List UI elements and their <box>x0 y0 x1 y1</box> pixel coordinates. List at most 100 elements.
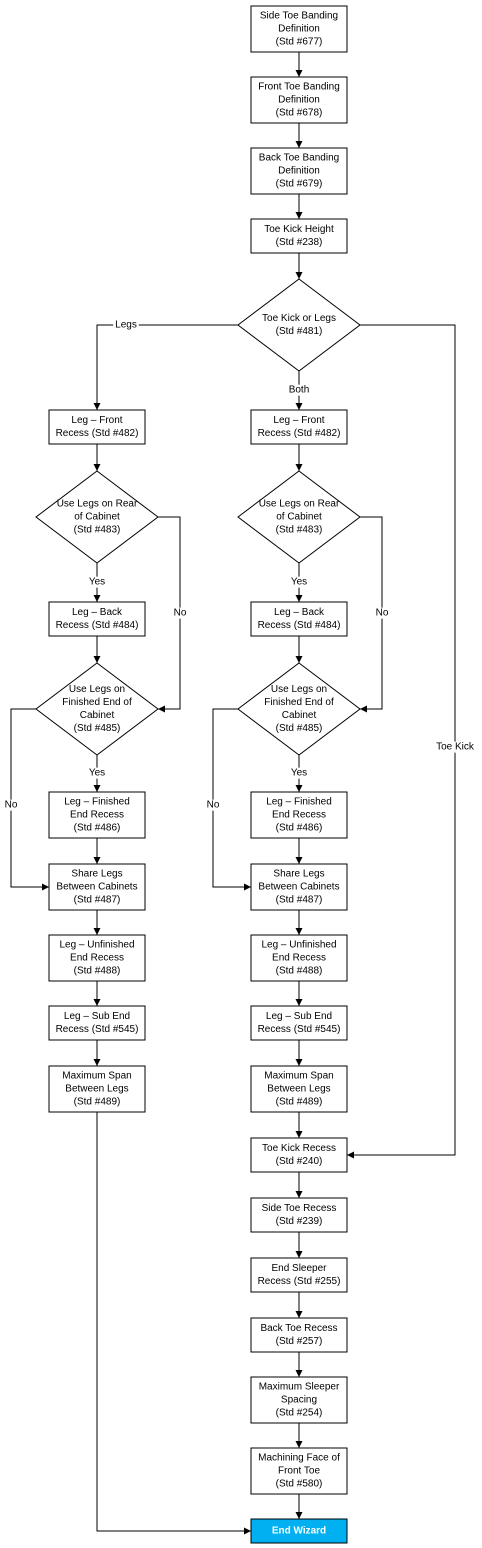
m-leg-unfinished-end-text: End Recess <box>272 953 326 964</box>
side-toe-banding-text: Side Toe Banding <box>260 11 338 22</box>
edge-label-m-no-2: No <box>207 800 220 811</box>
edge-label-m-no-1: No <box>376 608 389 619</box>
m-leg-front-text: Recess (Std #482) <box>258 428 341 439</box>
l-leg-unfinished-end-text: Leg – Unfinished <box>59 940 134 951</box>
l-leg-back-text: Recess (Std #484) <box>56 620 139 631</box>
edge-label-toe-kick: Toe Kick <box>436 742 475 753</box>
m-leg-sub-end-text: Recess (Std #545) <box>258 1024 341 1035</box>
back-toe-banding-text: Back Toe Banding <box>259 153 339 164</box>
side-toe-banding-text: (Std #677) <box>276 37 323 48</box>
l-leg-sub-end-text: Recess (Std #545) <box>56 1024 139 1035</box>
l-leg-front-text: Recess (Std #482) <box>56 428 139 439</box>
m-max-span-text: (Std #489) <box>276 1097 323 1108</box>
l-leg-unfinished-end-text: End Recess <box>70 953 124 964</box>
m-leg-sub-end-text: Leg – Sub End <box>266 1011 332 1022</box>
edge-label-l-no-1: No <box>174 608 187 619</box>
edge-label-m-yes-1: Yes <box>291 577 307 588</box>
toe-kick-recess-text: Toe Kick Recess <box>262 1143 336 1154</box>
l-use-legs-finished-text: Cabinet <box>80 710 115 721</box>
l-leg-sub-end-text: Leg – Sub End <box>64 1011 130 1022</box>
l-max-span-text: (Std #489) <box>74 1097 121 1108</box>
end-wizard-box: End Wizard <box>250 1518 348 1544</box>
l-leg-unfinished-end-text: (Std #488) <box>74 966 121 977</box>
end-sleeper-recess-text: Recess (Std #255) <box>258 1276 341 1287</box>
l-use-legs-rear-text: of Cabinet <box>74 512 120 523</box>
m-share-legs-text: Between Cabinets <box>258 882 339 893</box>
l-use-legs-finished-text: (Std #485) <box>74 723 121 734</box>
l-edge-finished-no <box>10 708 49 891</box>
m-use-legs-rear-decision: Use Legs on Rear of Cabinet (Std #483) <box>237 470 361 564</box>
m-leg-finished-end-text: (Std #486) <box>276 823 323 834</box>
front-toe-banding-text: (Std #678) <box>276 108 323 119</box>
toe-kick-recess-text: (Std #240) <box>276 1156 323 1167</box>
back-toe-banding-text: (Std #679) <box>276 179 323 190</box>
toe-kick-or-legs-text: Toe Kick or Legs <box>262 313 336 324</box>
m-share-legs-text: (Std #487) <box>276 895 323 906</box>
m-use-legs-finished-text: Finished End of <box>264 697 334 708</box>
max-sleeper-spacing-text: Maximum Sleeper <box>259 1382 340 1393</box>
l-max-span-text: Between Legs <box>65 1084 128 1095</box>
edge-label-m-yes-2: Yes <box>291 768 307 779</box>
l-share-legs-text: (Std #487) <box>74 895 121 906</box>
m-leg-back-text: Leg – Back <box>274 607 325 618</box>
l-use-legs-rear-text: Use Legs on Rear <box>57 499 138 510</box>
machining-face-text: Machining Face of <box>258 1453 340 1464</box>
m-leg-finished-end-text: Leg – Finished <box>266 797 332 808</box>
back-toe-recess-text: (Std #257) <box>276 1336 323 1347</box>
edge-label-l-no-2: No <box>5 800 18 811</box>
m-use-legs-rear-text: of Cabinet <box>276 512 322 523</box>
back-toe-recess-box: Back Toe Recess(Std #257) <box>250 1317 348 1353</box>
l-leg-front-text: Leg – Front <box>71 415 122 426</box>
m-edge-finished-no <box>212 708 251 891</box>
side-toe-recess-text: Side Toe Recess <box>262 1203 337 1214</box>
m-max-span-text: Maximum Span <box>264 1071 333 1082</box>
end-wizard-text: End Wizard <box>272 1526 326 1537</box>
m-use-legs-rear-text: Use Legs on Rear <box>259 499 340 510</box>
m-share-legs-text: Share Legs <box>273 869 324 880</box>
edge-label-legs: Legs <box>115 320 137 331</box>
front-toe-banding-text: Front Toe Banding <box>258 82 340 93</box>
l-leg-back-text: Leg – Back <box>72 607 123 618</box>
side-toe-recess-text: (Std #239) <box>276 1216 323 1227</box>
side-toe-recess-box: Side Toe Recess (Std #239) <box>250 1197 348 1233</box>
m-leg-back-text: Recess (Std #484) <box>258 620 341 631</box>
m-leg-finished-end-text: End Recess <box>272 810 326 821</box>
l-share-legs-text: Share Legs <box>71 869 122 880</box>
toe-kick-height-box: Toe Kick Height (Std #238) <box>250 218 348 254</box>
l-max-span-text: Maximum Span <box>62 1071 131 1082</box>
m-use-legs-finished-text: Cabinet <box>282 710 317 721</box>
m-max-span-text: Between Legs <box>267 1084 330 1095</box>
toe-kick-height-text: Toe Kick Height <box>264 224 334 235</box>
edge-legs <box>93 324 238 410</box>
l-leg-finished-end-text: Leg – Finished <box>64 797 130 808</box>
m-use-legs-finished-text: (Std #485) <box>276 723 323 734</box>
toe-kick-height-text: (Std #238) <box>276 237 323 248</box>
l-use-legs-rear-text: (Std #483) <box>74 525 121 536</box>
machining-face-text: (Std #580) <box>276 1479 323 1490</box>
l-use-legs-finished-text: Finished End of <box>62 697 132 708</box>
l-share-legs-text: Between Cabinets <box>56 882 137 893</box>
edge-lspan-to-end <box>96 1112 251 1535</box>
m-use-legs-rear-text: (Std #483) <box>276 525 323 536</box>
edge-label-both: Both <box>289 385 310 396</box>
toe-kick-or-legs-decision: Toe Kick or Legs(Std #481) <box>237 278 361 372</box>
l-leg-finished-end-text: (Std #486) <box>74 823 121 834</box>
max-sleeper-spacing-text: Spacing <box>281 1395 317 1406</box>
